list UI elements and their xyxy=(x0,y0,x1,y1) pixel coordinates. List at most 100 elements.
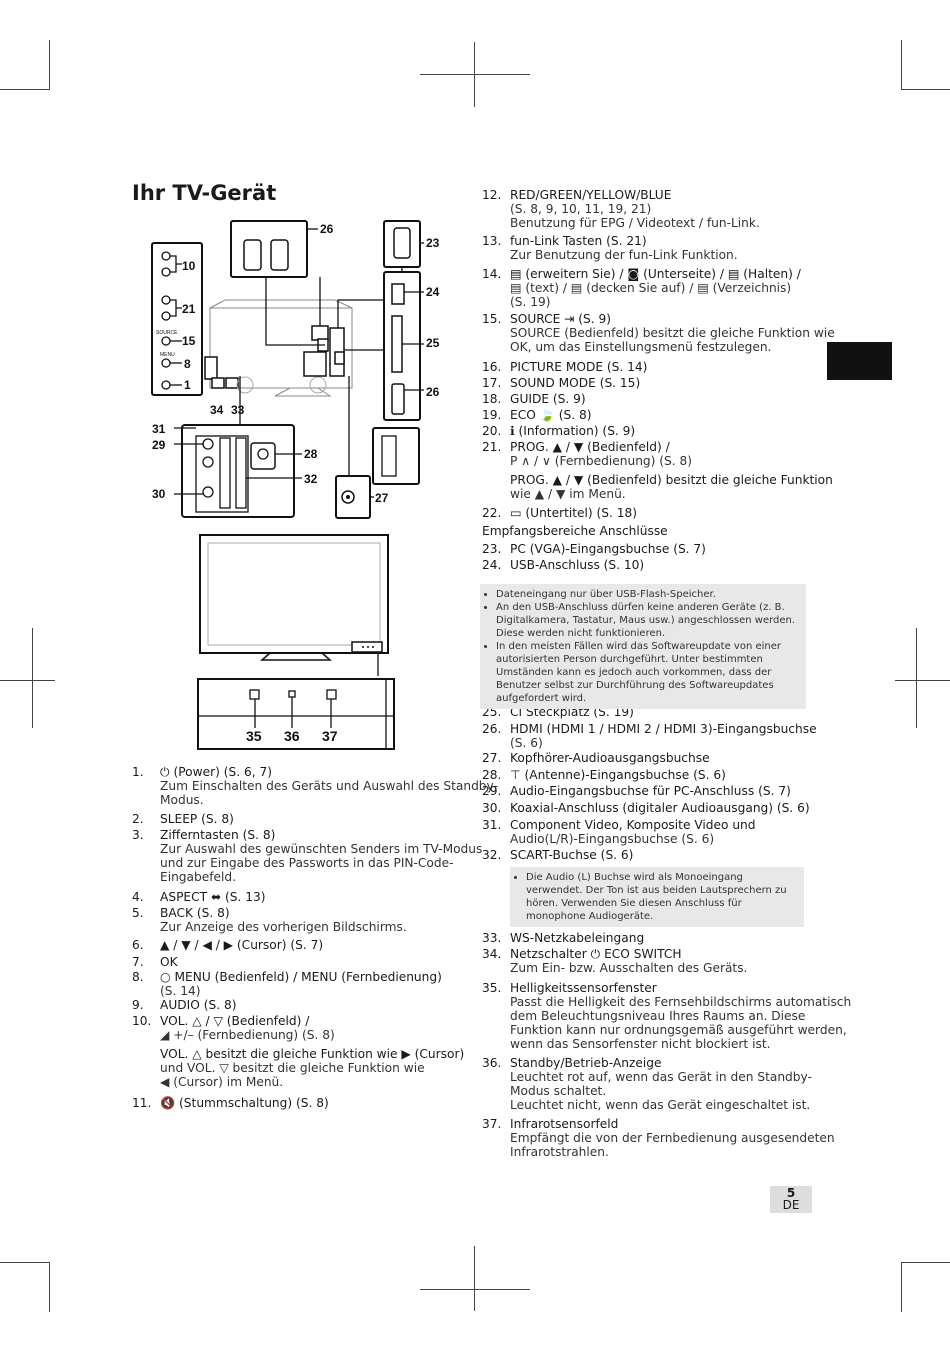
item-title: ⏻ (Power) (S. 6, 7) xyxy=(160,765,272,779)
page-language: DE xyxy=(782,1198,800,1212)
item-text: PICTURE MODE (S. 14) xyxy=(510,360,647,374)
item-number: 19. xyxy=(482,408,502,422)
item-text: RED/GREEN/YELLOW/BLUE(S. 8, 9, 10, 11, 1… xyxy=(510,188,760,230)
item-number: 13. xyxy=(482,234,502,248)
item-description: Modus. xyxy=(160,793,204,807)
item-text: AUDIO (S. 8) xyxy=(160,998,236,1012)
callout-26-side: 26 xyxy=(426,385,440,399)
section-tab xyxy=(827,342,892,380)
item-number: 22. xyxy=(482,506,502,520)
item-text: 🔇 (Stummschaltung) (S. 8) xyxy=(160,1096,329,1110)
crop-mark xyxy=(49,1262,50,1312)
page-title: Ihr TV-Gerät xyxy=(132,181,277,205)
item-number: 23. xyxy=(482,542,502,556)
item-number: 14. xyxy=(482,267,502,281)
note-list: Dateneingang nur über USB-Flash-Speicher… xyxy=(480,584,806,709)
item-text: ℹ (Information) (S. 9) xyxy=(510,424,635,438)
item-title: Netzschalter ⏻ ECO SWITCH xyxy=(510,947,682,961)
item-title: ASPECT ⬌ (S. 13) xyxy=(160,890,266,904)
item-title: BACK (S. 8) xyxy=(160,906,230,920)
item-number: 9. xyxy=(132,998,144,1012)
item-number: 37. xyxy=(482,1117,502,1131)
section-heading: Empfangsbereiche Anschlüsse xyxy=(482,524,668,538)
item-text: SLEEP (S. 8) xyxy=(160,812,234,826)
item-number: 7. xyxy=(132,955,144,969)
item-title: WS-Netzkabeleingang xyxy=(510,931,645,945)
item-text: PROG. ▲ / ▼ (Bedienfeld) /P ∧ / ∨ (Fernb… xyxy=(510,440,692,468)
item-number: 1. xyxy=(132,765,144,779)
item-number: 29. xyxy=(482,784,502,798)
item-title: AUDIO (S. 8) xyxy=(160,998,237,1012)
item-description: Zur Anzeige des vorherigen Bildschirms. xyxy=(160,920,407,934)
item-text: PC (VGA)-Eingangsbuchse (S. 7) xyxy=(510,542,706,556)
item-title: Zifferntasten (S. 8) xyxy=(160,828,276,842)
item-text: SCART-Buchse (S. 6) xyxy=(510,848,633,862)
item-description: Audio(L/R)-Eingangsbuchse (S. 6) xyxy=(510,832,715,846)
callout-37: 37 xyxy=(322,728,338,744)
item-description: (S. 19) xyxy=(510,295,551,309)
item-title: ⊤ (Antenne)-Eingangsbuchse (S. 6) xyxy=(510,768,726,782)
item-title: PICTURE MODE (S. 14) xyxy=(510,360,648,374)
item-title: fun-Link Tasten (S. 21) xyxy=(510,234,647,248)
item-title: 🔇 (Stummschaltung) (S. 8) xyxy=(160,1096,329,1110)
item-description: Zur Benutzung der fun-Link Funktion. xyxy=(510,248,738,262)
crop-mark xyxy=(49,40,50,90)
side-label-source: SOURCE xyxy=(156,330,178,336)
item-number: 5. xyxy=(132,906,144,920)
item-title: ℹ (Information) (S. 9) xyxy=(510,424,636,438)
item-text: BACK (S. 8)Zur Anzeige des vorherigen Bi… xyxy=(160,906,407,934)
item-description: Zur Auswahl des gewünschten Senders im T… xyxy=(160,842,483,856)
crop-mark xyxy=(0,1262,49,1263)
item-number: 31. xyxy=(482,818,502,832)
item-description: Modus schaltet. xyxy=(510,1084,607,1098)
crop-mark xyxy=(0,680,55,681)
item-description: Zum Einschalten des Geräts und Auswahl d… xyxy=(160,779,498,793)
item-number: 27. xyxy=(482,751,502,765)
item-title: ▤ (erweitern Sie) / ◙ (Unterseite) / ▤ (… xyxy=(510,267,801,281)
item-title: PROG. ▲ / ▼ (Bedienfeld) / xyxy=(510,440,670,454)
item-number: 16. xyxy=(482,360,502,374)
callout-36: 36 xyxy=(284,728,300,744)
callout-1: 1 xyxy=(184,378,191,392)
item-text: PROG. ▲ / ▼ (Bedienfeld) besitzt die gle… xyxy=(510,473,833,501)
item-title: SCART-Buchse (S. 6) xyxy=(510,848,634,862)
item-description: dem Beleuchtungsniveau Ihres Raums an. D… xyxy=(510,1009,806,1023)
crop-mark xyxy=(901,1262,902,1312)
item-title: OK xyxy=(160,955,178,969)
callout-27: 27 xyxy=(375,491,389,505)
item-text: Kopfhörer-Audioausgangsbuchse xyxy=(510,751,710,765)
item-description: Leuchtet rot auf, wenn das Gerät in den … xyxy=(510,1070,812,1084)
item-number: 24. xyxy=(482,558,502,572)
item-description: Leuchtet nicht, wenn das Gerät eingescha… xyxy=(510,1098,811,1112)
item-description: (S. 8, 9, 10, 11, 19, 21) xyxy=(510,202,652,216)
side-label-menu: MENU xyxy=(160,352,175,358)
item-description: P ∧ / ∨ (Fernbedienung) (S. 8) xyxy=(510,454,693,468)
callout-35: 35 xyxy=(246,728,262,744)
callout-34: 34 xyxy=(210,403,224,417)
item-title: PC (VGA)-Eingangsbuchse (S. 7) xyxy=(510,542,706,556)
item-text: ▭ (Untertitel) (S. 18) xyxy=(510,506,637,520)
item-text: OK xyxy=(160,955,178,969)
item-description: Passt die Helligkeit des Fernsehbildschi… xyxy=(510,995,852,1009)
item-title: Component Video, Komposite Video und xyxy=(510,818,756,832)
item-number: 11. xyxy=(132,1096,152,1110)
item-text: ASPECT ⬌ (S. 13) xyxy=(160,890,266,904)
item-description: und zur Eingabe des Passworts in das PIN… xyxy=(160,856,454,870)
item-number: 21. xyxy=(482,440,502,454)
item-number: 32. xyxy=(482,848,502,862)
item-text: ⊤ (Antenne)-Eingangsbuchse (S. 6) xyxy=(510,768,726,782)
item-title: SLEEP (S. 8) xyxy=(160,812,234,826)
item-description: ◢ +/– (Fernbedienung) (S. 8) xyxy=(160,1028,335,1042)
crop-mark xyxy=(895,680,950,681)
item-number: 3. xyxy=(132,828,144,842)
item-number: 8. xyxy=(132,970,144,984)
item-title: Audio-Eingangsbuchse für PC-Anschluss (S… xyxy=(510,784,791,798)
callout-28: 28 xyxy=(304,447,318,461)
callout-29: 29 xyxy=(152,438,166,452)
item-description: Eingabefeld. xyxy=(160,870,237,884)
note-list: Die Audio (L) Buchse wird als Monoeingan… xyxy=(510,867,804,927)
note-box: Dateneingang nur über USB-Flash-Speicher… xyxy=(480,584,806,709)
item-number: 35. xyxy=(482,981,502,995)
